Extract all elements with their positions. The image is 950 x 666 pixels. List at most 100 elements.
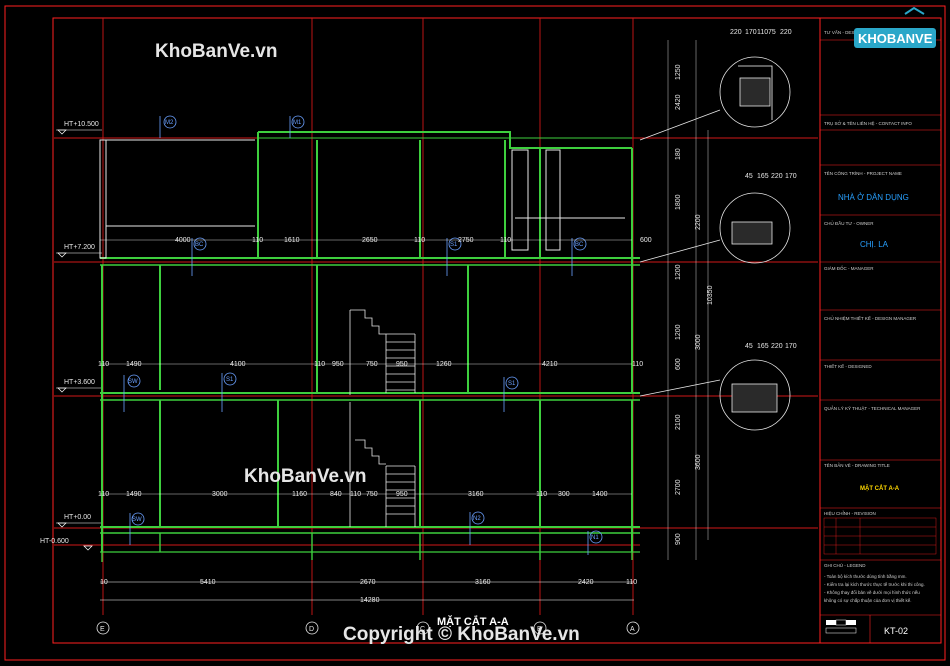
room-marker: S1: [503, 376, 519, 412]
dim-text: 2420: [675, 94, 682, 110]
dim-text: 2670: [360, 579, 376, 586]
dim-text: 110: [414, 237, 425, 244]
tb-label: TÊN BẢN VẼ - DRAWING TITLE: [824, 461, 890, 468]
dim-text: 170: [785, 173, 797, 180]
dim-text: 2650: [362, 237, 378, 244]
floor3-dimensions: 4000 110 1610 2650 110 2750 110 600: [100, 237, 652, 244]
dim-text: 170: [745, 29, 757, 36]
marker-label: N2: [473, 516, 481, 522]
level-marker: HT+7.200: [56, 244, 102, 258]
axis-bubble: A: [626, 621, 640, 635]
dim-text: 1260: [436, 361, 452, 368]
dim-text: 110: [757, 29, 768, 36]
watermark-middle: KhoBanVe.vn: [244, 466, 366, 487]
level-label: HT+0.00: [64, 514, 91, 521]
tb-note: - Kiểm tra lại kích thước thực tế trước …: [824, 581, 925, 587]
room-marker: SW: [123, 374, 141, 412]
room-marker: N2: [469, 511, 485, 545]
dim-text: 600: [640, 237, 652, 244]
axis-bubble: D: [305, 621, 319, 635]
tb-label: GIÁM ĐỐC - MANAGER: [824, 265, 874, 271]
tb-label: CHỦ ĐẦU TƯ - OWNER: [824, 220, 874, 226]
axis-bubble: B: [533, 621, 547, 635]
dim-text: 220: [780, 29, 792, 36]
dim-text: 3160: [475, 579, 491, 586]
tb-label: CHỦ NHIỆM THIẾT KẾ - DESIGN MANAGER: [824, 314, 917, 321]
dim-text: 1250: [675, 64, 682, 80]
room-marker: M1: [289, 115, 305, 138]
room-markers: M2 M1 BC S1 BC SW S1 S1 SW N2 N1: [123, 115, 603, 555]
tb-label: GHI CHÚ - LEGEND: [824, 562, 866, 568]
level-label: HT+3.600: [64, 379, 95, 386]
dim-text: 2200: [695, 214, 702, 230]
detail-callout: 220 170 110 75 220: [639, 29, 792, 141]
dim-text: 220: [771, 343, 783, 350]
title-block: TƯ VẤN - DESIGN CONSULTANT TRỤ SỞ & TÊN …: [820, 29, 941, 643]
dim-text: 2100: [675, 414, 682, 430]
scale-bar: [825, 619, 857, 634]
right-dimensions: 1250 2420 180 1800 2200 1200 1200 600 30…: [667, 40, 714, 560]
detail-callouts: 220 170 110 75 220 45 165 220 170 45 165…: [639, 29, 797, 431]
dim-text: 110: [536, 491, 547, 498]
tb-note: - Toàn bộ kích thước dùng tính bằng mm.: [824, 573, 907, 579]
dim-text: 110: [98, 361, 109, 368]
watermark-copyright: Copyright © KhoBanVe.vn: [343, 624, 580, 645]
dim-text: 300: [558, 491, 570, 498]
axis-label: E: [100, 626, 105, 633]
dim-text: 220: [730, 29, 742, 36]
tb-label: THIẾT KẾ - DESIGNED: [824, 363, 872, 369]
dim-text: 1200: [675, 324, 682, 340]
level-markers: HT+10.500 HT+7.200 HT+3.600 HT+0.00 HT-0…: [40, 121, 102, 551]
bottom-dimensions: 10 5410 2670 3160 2420 110 14280: [100, 579, 637, 604]
dim-text: 165: [757, 343, 769, 350]
dim-text: 110: [626, 579, 637, 586]
floor1-dimensions: 110 1490 3000 1160 840 110 750 950 3160 …: [98, 491, 632, 498]
dim-text: 1160: [292, 491, 307, 498]
section-title: MẶT CẮT A-A: [437, 615, 509, 628]
dim-text: 950: [396, 491, 408, 498]
dim-text: 10350: [707, 285, 714, 305]
marker-label: M1: [293, 120, 302, 126]
dim-text: 840: [330, 491, 342, 498]
dim-text: 4210: [542, 361, 558, 368]
dim-text: 110: [252, 237, 263, 244]
dim-text: 45: [745, 343, 753, 350]
roof-terrace: [99, 139, 625, 259]
dim-text: 3600: [695, 454, 702, 470]
marker-label: BC: [195, 242, 204, 248]
axis-bubble: E: [96, 621, 110, 635]
drawing-frame: [4, 5, 946, 661]
detail-callout: 45 165 220 170: [639, 173, 797, 264]
marker-label: N1: [591, 535, 599, 541]
level-label: HT-0.600: [40, 538, 69, 545]
grid-lines: [54, 18, 818, 615]
dim-text: 4000: [175, 237, 191, 244]
watermark-top: KhoBanVe.vn: [155, 41, 277, 62]
dim-text: 750: [366, 361, 378, 368]
tb-note: - Không thay đổi bản vẽ dưới mọi hình th…: [824, 589, 920, 595]
dim-text: 3000: [212, 491, 228, 498]
tb-label: TRỤ SỞ & TÊN LIÊN HỆ - CONTACT INFO: [824, 119, 912, 126]
tb-label: QUẢN LÝ KỸ THUẬT - TECHNICAL MANAGER: [824, 405, 921, 411]
dim-text: 1200: [675, 264, 682, 280]
detail-callout: 45 165 220 170: [639, 343, 797, 431]
total-dim-text: 14280: [360, 597, 380, 604]
axis-label: C: [420, 626, 425, 633]
marker-label: S1: [226, 377, 234, 383]
marker-label: S1: [450, 242, 458, 248]
marker-label: BC: [575, 242, 584, 248]
tb-label: TÊN CÔNG TRÌNH - PROJECT NAME: [824, 169, 902, 176]
dim-text: 1490: [126, 491, 142, 498]
dim-text: 5410: [200, 579, 216, 586]
dim-text: 1490: [126, 361, 142, 368]
dim-text: 165: [757, 173, 769, 180]
dim-text: 2420: [578, 579, 594, 586]
room-marker: N1: [587, 530, 603, 555]
dim-text: 110: [314, 361, 325, 368]
marker-label: S1: [508, 381, 516, 387]
dim-text: 750: [366, 491, 378, 498]
staircase: [349, 309, 416, 527]
khobanve-logo: KHOBANVE: [854, 6, 936, 48]
room-marker: SW: [129, 512, 145, 545]
